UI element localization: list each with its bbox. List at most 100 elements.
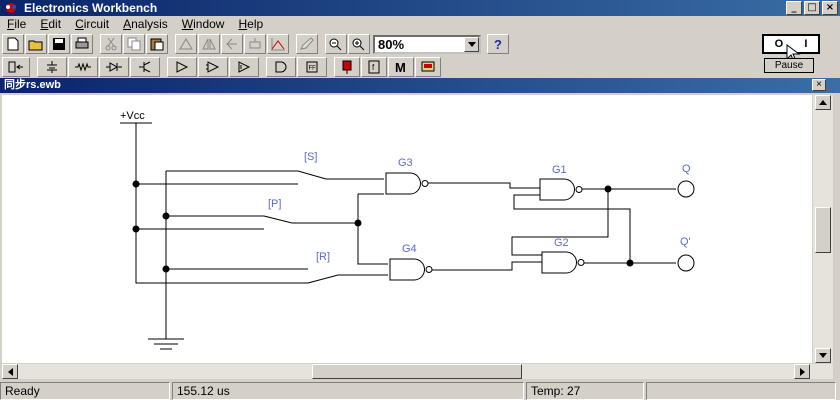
svg-text:M: M	[395, 60, 406, 74]
flip-horizontal-icon	[202, 38, 216, 50]
zoom-select[interactable]: 80%	[373, 34, 481, 54]
switch-p-blade[interactable]	[263, 215, 293, 224]
parts-bin-controls[interactable]: f	[361, 57, 387, 77]
parts-toolbar: FF f M	[0, 55, 840, 79]
new-button[interactable]	[2, 34, 24, 54]
menu-edit[interactable]: Edit	[40, 17, 62, 31]
gate-g1[interactable]	[539, 178, 575, 201]
floppy-icon	[53, 38, 65, 50]
document-title: 同步rs.ewb	[0, 78, 840, 93]
flip-vertical-button[interactable]	[221, 34, 243, 54]
gate-g1-label: G1	[552, 164, 567, 176]
opamp-icon	[176, 61, 189, 73]
subcircuit-button[interactable]	[244, 34, 266, 54]
help-button[interactable]: ?	[487, 34, 509, 54]
and-gate-icon	[275, 61, 287, 73]
circuit-schematic: +Vcc [S] [P] [R] G3 G1 G4 G2 Q Q'	[120, 110, 695, 350]
parts-bin-digital-ics[interactable]	[229, 57, 259, 77]
paste-button[interactable]	[146, 34, 168, 54]
parts-bin-sources[interactable]	[37, 57, 67, 77]
copy-icon	[127, 37, 141, 51]
scroll-down-icon[interactable]	[815, 348, 831, 363]
parts-bin-logic-gates[interactable]	[266, 57, 296, 77]
resistor-icon	[75, 62, 91, 72]
output-q-bar-terminal[interactable]	[677, 254, 695, 272]
parts-bin-favorites[interactable]	[2, 57, 30, 77]
gate-g3[interactable]	[385, 172, 421, 195]
scroll-left-icon[interactable]	[2, 364, 18, 379]
window-controls: _ □ ×	[786, 1, 838, 15]
scroll-up-icon[interactable]	[815, 95, 831, 110]
battery-icon	[47, 61, 57, 73]
wire-feedback-2	[511, 189, 609, 256]
gate-g4[interactable]	[389, 258, 425, 281]
zoom-out-button[interactable]	[325, 34, 347, 54]
parts-bin-mixed-ics[interactable]	[198, 57, 228, 77]
parts-bin-diodes[interactable]	[99, 57, 129, 77]
gate-g2-bubble	[577, 259, 585, 266]
switch-s-blade[interactable]	[297, 170, 327, 180]
switch-r-blade[interactable]	[307, 274, 339, 284]
menu-analysis[interactable]: Analysis	[123, 17, 168, 31]
scissors-icon	[105, 37, 117, 51]
print-button[interactable]	[71, 34, 93, 54]
gate-g1-bubble	[575, 186, 583, 193]
parts-bin-digital[interactable]: FF	[297, 57, 327, 77]
pause-button[interactable]: Pause	[764, 58, 814, 73]
component-properties-button[interactable]	[296, 34, 318, 54]
zoom-out-icon	[329, 38, 342, 51]
vcc-label: +Vcc	[120, 110, 145, 122]
menu-file[interactable]: File	[7, 17, 27, 31]
circuit-document-window: 同步rs.ewb ×	[0, 78, 840, 380]
title-bar: Electronics Workbench _ □ ×	[0, 0, 840, 16]
cut-button[interactable]	[100, 34, 122, 54]
svg-text:?: ?	[494, 37, 502, 51]
junctions	[132, 180, 634, 273]
menu-window[interactable]: Window	[181, 17, 225, 31]
parts-bin-instruments[interactable]	[415, 57, 441, 77]
horizontal-scroll-thumb[interactable]	[312, 364, 522, 379]
menu-circuit[interactable]: Circuit	[75, 17, 110, 31]
rotate-button[interactable]	[175, 34, 197, 54]
circuit-canvas[interactable]: +Vcc [S] [P] [R] G3 G1 G4 G2 Q Q'	[2, 95, 812, 363]
minimize-button[interactable]: _	[786, 1, 802, 15]
diode-icon	[106, 62, 122, 72]
flip-vertical-icon	[226, 38, 237, 50]
power-off-label: O	[774, 38, 784, 50]
parts-bin-indicators[interactable]	[334, 57, 360, 77]
parts-bin-transistors[interactable]	[130, 57, 160, 77]
menu-help[interactable]: Help	[238, 17, 264, 31]
document-close-button[interactable]: ×	[812, 79, 826, 91]
scroll-right-icon[interactable]	[794, 364, 810, 379]
save-button[interactable]	[48, 34, 70, 54]
horizontal-scrollbar[interactable]	[2, 364, 833, 379]
output-q-bar-label: Q'	[680, 236, 691, 248]
close-button[interactable]: ×	[822, 1, 838, 15]
parts-bin-basic[interactable]	[68, 57, 98, 77]
output-q-terminal[interactable]	[677, 180, 695, 198]
app-logo-icon	[2, 1, 20, 15]
open-button[interactable]	[25, 34, 47, 54]
vertical-scroll-thumb[interactable]	[815, 207, 831, 253]
zoom-in-button[interactable]	[348, 34, 370, 54]
digital-ic-icon	[238, 61, 251, 73]
folder-icon	[28, 40, 43, 51]
chevron-down-icon[interactable]	[464, 36, 479, 52]
menu-bar: File Edit Circuit Analysis Window Help	[0, 16, 840, 32]
status-state: Ready	[0, 382, 170, 400]
maximize-button[interactable]: □	[804, 1, 820, 15]
subcircuit-icon	[249, 38, 261, 49]
flip-horizontal-button[interactable]	[198, 34, 220, 54]
favorites-bin-icon	[8, 61, 23, 73]
printer-icon	[75, 37, 89, 49]
output-q-label: Q	[682, 163, 691, 175]
graph-button[interactable]	[267, 34, 289, 54]
vertical-scrollbar[interactable]	[813, 95, 833, 363]
gate-g2-label: G2	[554, 237, 569, 249]
gate-g2[interactable]	[541, 251, 577, 274]
copy-button[interactable]	[123, 34, 145, 54]
parts-bin-analog-ics[interactable]	[167, 57, 197, 77]
status-extra	[646, 382, 836, 400]
parts-bin-miscellaneous[interactable]: M	[388, 57, 414, 77]
zoom-in-icon	[352, 38, 365, 51]
